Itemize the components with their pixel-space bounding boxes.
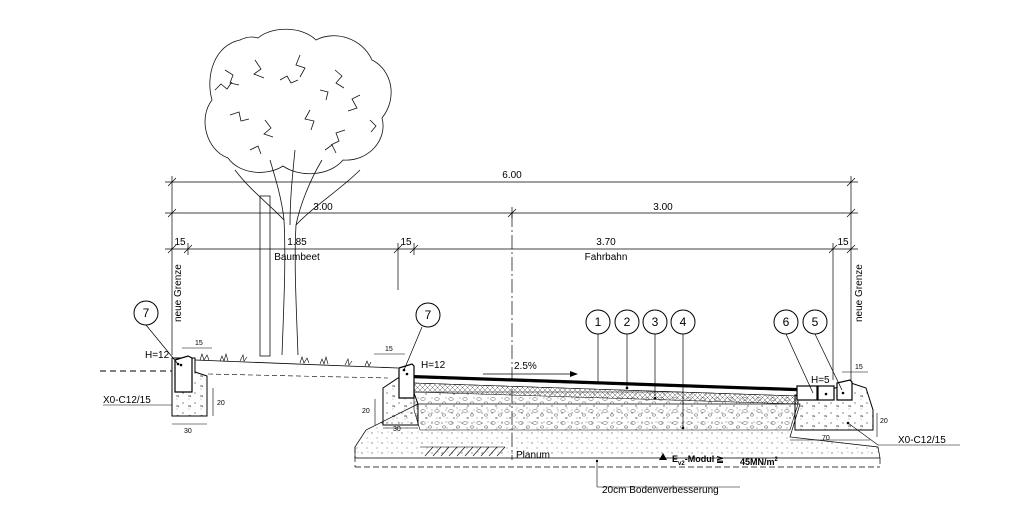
svg-text:5: 5 xyxy=(812,315,819,329)
grass-tufts xyxy=(199,352,372,367)
label-fahrbahn: Fahrbahn xyxy=(585,252,628,263)
dim-curb-left: 15 xyxy=(174,237,186,248)
label-slope: 2.5% xyxy=(514,361,537,372)
dim-left-curb-width: 30 xyxy=(184,428,192,435)
tree-bed-bottom xyxy=(207,373,389,379)
dim-curb-right: 15 xyxy=(837,237,849,248)
callout-4: 4 xyxy=(670,309,696,335)
asphalt-surface-layer-1 xyxy=(414,375,798,391)
tree-stake xyxy=(259,195,271,357)
label-h5: H=5 xyxy=(811,375,830,386)
label-neue-grenze-right: neue Grenze xyxy=(854,264,865,322)
label-planum: Planum xyxy=(516,450,550,461)
small-dimension-lines xyxy=(172,347,878,441)
svg-text:1: 1 xyxy=(595,315,602,329)
dim-baumbeet: 1.85 xyxy=(287,237,307,248)
callout-6: 6 xyxy=(773,309,799,335)
planum-hatch xyxy=(420,446,506,457)
dim-left-half: 3.00 xyxy=(313,202,333,213)
label-bodenverbesserung: 20cm Bodenverbesserung xyxy=(602,485,719,496)
dim-left-curb-top: 15 xyxy=(195,340,203,347)
callout-5: 5 xyxy=(802,309,828,335)
callout-1: 1 xyxy=(585,309,611,335)
label-ev2-modulus: Ev2-Modul≧ xyxy=(672,454,724,467)
label-h12-mid: H=12 xyxy=(421,360,446,371)
callout-markers xyxy=(176,362,685,430)
label-concrete-left: X0-C12/15 xyxy=(103,395,151,406)
svg-text:7: 7 xyxy=(143,306,150,320)
dim-right-curb-depth: 20 xyxy=(880,418,888,425)
svg-text:3: 3 xyxy=(652,315,659,329)
dim-fahrbahn: 3.70 xyxy=(596,237,616,248)
right-curbs xyxy=(794,379,874,431)
label-baumbeet: Baumbeet xyxy=(274,252,320,263)
callout-7-left: 7 xyxy=(133,300,159,326)
callout-2: 2 xyxy=(614,309,640,335)
label-neue-grenze-left: neue Grenze xyxy=(173,264,184,322)
label-ev2-value: 45MN/m2 xyxy=(740,457,779,467)
slope-arrow xyxy=(483,371,578,377)
tree-illustration xyxy=(204,28,392,356)
tree-bed-surface xyxy=(194,359,399,369)
callout-leaders xyxy=(145,324,843,428)
label-concrete-right: X0-C12/15 xyxy=(898,435,946,446)
svg-text:2: 2 xyxy=(624,315,631,329)
left-curb xyxy=(171,355,208,417)
dim-mid-curb-top: 15 xyxy=(385,346,393,353)
dim-right-half: 3.00 xyxy=(653,202,673,213)
label-h12-left: H=12 xyxy=(145,350,170,361)
dim-left-curb-depth: 20 xyxy=(217,400,225,407)
callout-7-mid: 7 xyxy=(415,302,441,328)
svg-text:4: 4 xyxy=(680,315,687,329)
dim-total: 6.00 xyxy=(502,170,522,181)
svg-text:6: 6 xyxy=(783,315,790,329)
dim-right-curb-width: 70 xyxy=(822,435,830,442)
dim-right-curb-top: 15 xyxy=(855,364,863,371)
callout-3: 3 xyxy=(642,309,668,335)
dim-mid-curb-depth: 20 xyxy=(362,408,370,415)
middle-curb xyxy=(382,363,419,426)
svg-text:7: 7 xyxy=(425,308,432,322)
dim-mid-curb-width: 30 xyxy=(393,426,401,433)
ev2-marker-triangle xyxy=(659,453,667,460)
dim-curb-mid: 15 xyxy=(400,237,412,248)
